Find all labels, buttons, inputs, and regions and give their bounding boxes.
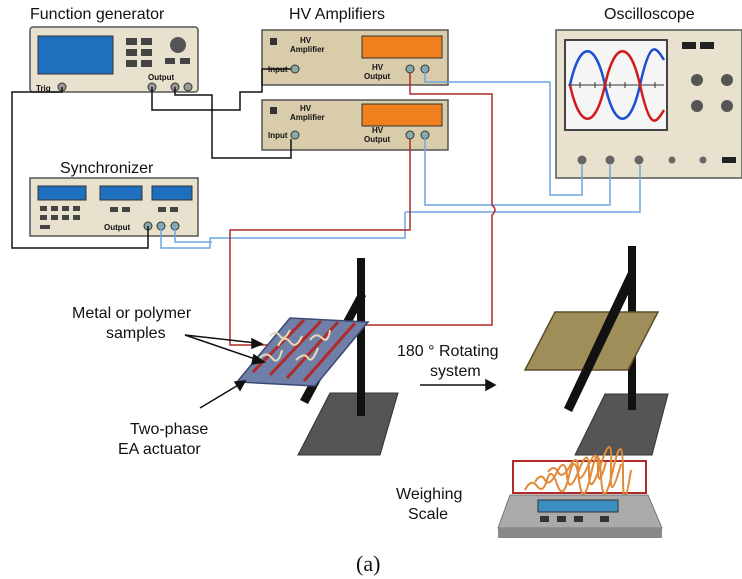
annotation-arrows bbox=[184, 334, 497, 409]
red-wires bbox=[229, 73, 496, 346]
trig-label: Trig bbox=[36, 84, 51, 93]
svg-text:Output: Output bbox=[364, 72, 391, 81]
function-generator-knob bbox=[170, 37, 186, 53]
hv-amplifier-1: HV Amplifier Input HV Output bbox=[261, 29, 449, 86]
oscilloscope-title: Oscilloscope bbox=[604, 6, 695, 23]
synchronizer-title: Synchronizer bbox=[60, 160, 154, 177]
fg-output-label: Output bbox=[148, 73, 175, 82]
figure-caption: (a) bbox=[356, 551, 380, 576]
amp-1-display bbox=[361, 35, 443, 59]
synchronizer: Output bbox=[29, 177, 199, 237]
actuator-label-1: Two-phase bbox=[130, 421, 208, 438]
scale-label-1: Weighing bbox=[396, 486, 462, 503]
actuator-plate bbox=[235, 317, 370, 387]
right-stand bbox=[523, 246, 669, 456]
blue-wires bbox=[160, 69, 641, 249]
oscilloscope bbox=[555, 29, 742, 179]
rotated-plate bbox=[523, 311, 660, 371]
function-generator-screen bbox=[37, 35, 114, 75]
svg-text:HV: HV bbox=[372, 63, 384, 72]
black-wires bbox=[11, 68, 292, 249]
red-waveform bbox=[568, 50, 666, 122]
blue-waveform bbox=[568, 48, 666, 120]
rotating-label-2: system bbox=[430, 363, 481, 380]
scale-label-2: Scale bbox=[408, 506, 448, 523]
hv-amplifiers-title: HV Amplifiers bbox=[289, 6, 385, 23]
svg-text:HV: HV bbox=[300, 104, 312, 113]
function-generator: Trig Output bbox=[29, 26, 199, 93]
svg-text:Amplifier: Amplifier bbox=[290, 113, 325, 122]
svg-text:Output: Output bbox=[364, 135, 391, 144]
amp-2-display bbox=[361, 103, 443, 127]
samples-label-1: Metal or polymer bbox=[72, 305, 192, 322]
svg-text:HV: HV bbox=[300, 36, 312, 45]
rotating-label-1: 180 ° Rotating bbox=[397, 343, 499, 360]
svg-text:HV: HV bbox=[372, 126, 384, 135]
function-generator-title: Function generator bbox=[30, 6, 165, 23]
actuator-label-2: EA actuator bbox=[118, 441, 201, 458]
weighing-scale bbox=[497, 446, 663, 538]
samples-label-2: samples bbox=[106, 325, 166, 342]
svg-text:Input: Input bbox=[268, 131, 288, 140]
hv-amplifier-2: HV Amplifier Input HV Output bbox=[261, 99, 449, 151]
left-stand bbox=[235, 258, 399, 456]
sync-output-label: Output bbox=[104, 223, 131, 232]
svg-text:Amplifier: Amplifier bbox=[290, 45, 325, 54]
